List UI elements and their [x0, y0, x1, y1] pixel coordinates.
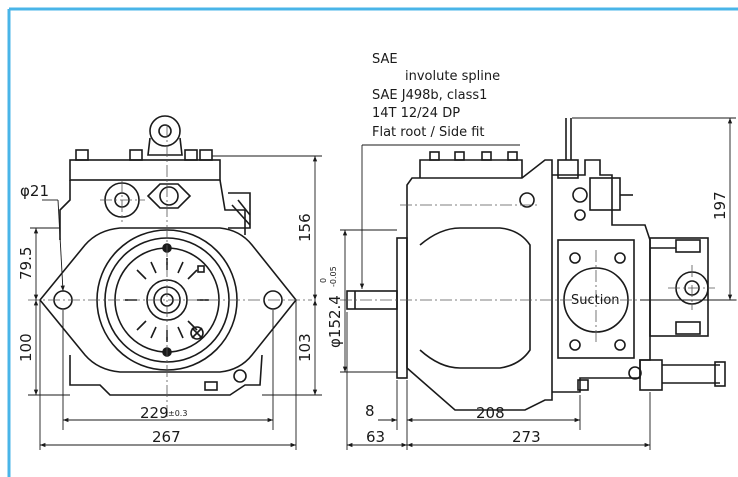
- spline-note-line5: Flat root / Side fit: [372, 125, 485, 140]
- dim-63: 63: [366, 428, 385, 446]
- dim-100: 100: [17, 333, 35, 362]
- frame-border: [7, 7, 738, 477]
- dim-156: 156: [296, 213, 314, 242]
- dim-phi21: φ21: [20, 182, 49, 200]
- front-view: [38, 115, 298, 396]
- side-centerlines: [340, 204, 738, 345]
- front-centerlines: [28, 125, 312, 420]
- spline-note-line1: SAE: [372, 52, 398, 67]
- side-dimensions: [340, 117, 736, 450]
- dim-79-5: 79.5: [17, 247, 35, 280]
- dim-8: 8: [365, 402, 375, 420]
- dim-phi152-4: φ152.4: [326, 295, 344, 348]
- side-view: [346, 118, 726, 411]
- spline-note-line4: 14T 12/24 DP: [372, 106, 460, 121]
- dim-267: 267: [152, 428, 181, 446]
- dim-229: 229: [140, 404, 169, 422]
- dim-103: 103: [296, 333, 314, 362]
- dim-208: 208: [476, 404, 505, 422]
- dim-phi152-4-tol-upper: 0: [319, 278, 328, 283]
- spline-note-line3: SAE J498b, class1: [372, 88, 487, 103]
- spline-note-line2: involute spline: [405, 69, 500, 84]
- front-dimensions: [28, 155, 322, 450]
- dim-273: 273: [512, 428, 541, 446]
- dim-229-tolerance: ±0.3: [168, 409, 187, 418]
- suction-port-label: Suction: [571, 293, 620, 308]
- dim-197: 197: [711, 191, 729, 220]
- dim-phi152-4-tol-lower: -0.05: [329, 266, 338, 287]
